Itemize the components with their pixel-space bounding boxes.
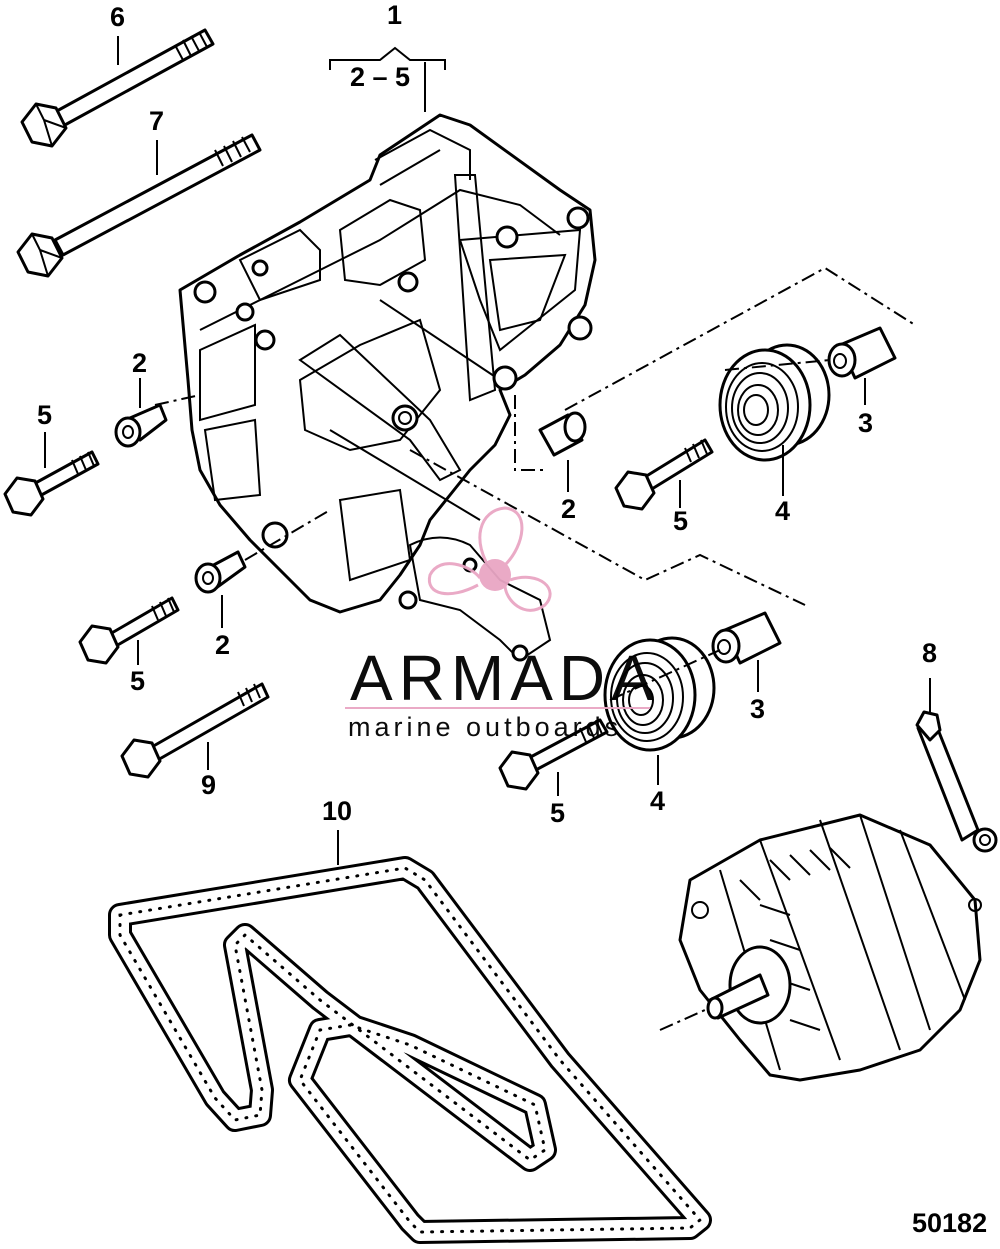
callout-9: 9 (201, 770, 216, 800)
bolt-5-right-lower (498, 718, 609, 791)
alternator (678, 813, 982, 1082)
callout-7: 7 (149, 106, 164, 136)
callout-3-lower: 3 (750, 694, 765, 724)
watermark-tagline: marine outboards (348, 712, 622, 742)
propeller-logo (427, 506, 552, 612)
spacer-2-right (538, 411, 587, 457)
bolt-6 (20, 28, 215, 148)
armada-watermark: ARMADA marine outboards (345, 506, 660, 742)
assembly-centerlines (154, 266, 916, 1031)
pulley-4-upper (718, 343, 831, 462)
bolt-5-left-upper (3, 450, 100, 517)
watermark-brand: ARMADA (350, 642, 660, 714)
bolt-5-right-upper (614, 438, 714, 511)
strap-8 (915, 710, 998, 853)
callout-2-left-upper: 2 (132, 348, 147, 378)
bolt-5-left-lower (78, 596, 180, 665)
callout-4-lower: 4 (650, 786, 665, 816)
spacer-2-left-upper (114, 403, 168, 448)
figure-id: 50182 (912, 1208, 987, 1238)
callout-10: 10 (322, 796, 352, 826)
callout-6: 6 (110, 2, 125, 32)
mounting-bracket (178, 113, 597, 662)
spacer-3-lower (711, 611, 782, 665)
bolt-9 (120, 682, 270, 779)
spacer-3-upper (827, 326, 897, 380)
callout-4-upper: 4 (775, 496, 790, 526)
serpentine-belt-10 (108, 856, 712, 1244)
callout-2-right: 2 (561, 494, 576, 524)
bolt-7 (16, 133, 262, 278)
callout-2-left-lower: 2 (215, 630, 230, 660)
callout-8: 8 (922, 638, 937, 668)
callout-5-left-upper: 5 (37, 400, 52, 430)
callouts: 1 2 – 5 6 7 2 5 2 5 4 3 2 5 3 9 4 5 8 10 (37, 0, 937, 828)
callout-1: 1 (387, 0, 402, 30)
callout-1-range: 2 – 5 (350, 62, 410, 92)
spacer-2-left-lower (194, 550, 247, 594)
callout-5-left-lower: 5 (130, 666, 145, 696)
callout-5-right-lower: 5 (550, 798, 565, 828)
leader-lines (44, 36, 931, 865)
callout-5-right-upper: 5 (673, 506, 688, 536)
callout-3-upper: 3 (858, 408, 873, 438)
